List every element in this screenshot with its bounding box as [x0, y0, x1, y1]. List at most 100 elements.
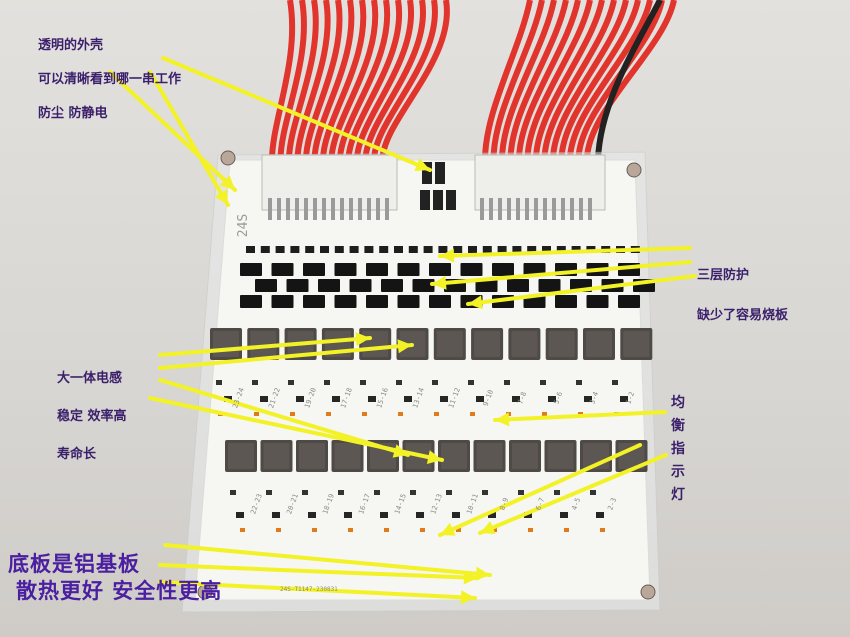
protection-diode — [366, 295, 388, 308]
balance-led — [542, 412, 547, 416]
protection-diode — [397, 263, 420, 276]
balance-led — [528, 528, 533, 532]
annotation-indicator: 均 衡 指 示 灯 — [670, 392, 686, 507]
balance-led — [384, 528, 389, 532]
red-wire — [354, 0, 415, 161]
smd-part — [360, 380, 366, 385]
yellow-arrow — [466, 274, 697, 306]
smd-part — [216, 380, 222, 385]
red-wire — [328, 0, 379, 161]
connector-pin — [534, 198, 538, 220]
inductor-top — [512, 443, 538, 469]
annotation-inductor-line2: 稳定 效率高 — [57, 409, 127, 424]
red-wire — [482, 0, 533, 161]
annotation-base-line1: 底板是铝基板 — [8, 552, 140, 576]
smd-part — [288, 380, 294, 385]
red-wire — [320, 0, 367, 161]
connector-pin — [570, 198, 574, 220]
connector-pin — [385, 198, 389, 220]
yellow-arrow — [161, 56, 432, 172]
protection-diode — [429, 263, 451, 276]
smd-part — [476, 396, 484, 402]
smd-part — [468, 380, 474, 385]
smd-part — [396, 380, 402, 385]
protection-diode — [366, 263, 388, 276]
annotation-indicator-char: 衡 — [671, 418, 685, 434]
yellow-arrowhead — [468, 295, 483, 310]
inductor-top — [362, 331, 389, 357]
connector-pin — [552, 198, 556, 220]
protection-diode — [240, 263, 262, 276]
protection-diode — [492, 263, 514, 276]
connector-pin — [525, 198, 529, 220]
inductor-top — [476, 443, 503, 469]
protection-diode — [334, 263, 357, 276]
connector-pin — [543, 198, 547, 220]
annotation-shell-line2: 可以清晰看到哪一串工作 — [38, 72, 182, 87]
protection-diode — [286, 279, 309, 292]
red-wire — [294, 0, 331, 161]
smd-part — [620, 396, 628, 402]
annotation-base-line2: 散热更好 安全性更高 — [16, 579, 223, 603]
screw-top-left — [220, 150, 236, 166]
smd-part — [584, 396, 592, 402]
protection-diode — [412, 279, 435, 292]
connector-left — [261, 154, 398, 211]
smd-resistor — [260, 246, 270, 253]
smd-resistor — [290, 246, 300, 253]
red-wire — [311, 0, 355, 161]
smd-part — [612, 380, 618, 385]
protection-diode — [429, 295, 451, 308]
inductor-top — [623, 331, 650, 357]
inductor-top — [474, 331, 501, 357]
annotation-shell-line1: 透明的外壳 — [38, 38, 104, 53]
smd-part — [260, 396, 268, 402]
pcb-code-label: 24S-T1147-230831 — [280, 586, 338, 593]
balance-led — [362, 412, 367, 416]
protection-diode — [271, 263, 294, 276]
protection-diode — [618, 295, 640, 308]
screw-top-right — [626, 162, 642, 178]
protection-diode — [318, 279, 340, 292]
smd-resistor — [571, 246, 581, 253]
red-wire — [286, 0, 319, 161]
connector-pin — [331, 198, 335, 220]
smd-resistor — [468, 246, 477, 253]
connector-pin — [507, 198, 511, 220]
yellow-arrowhead — [397, 339, 412, 354]
inductor-top — [511, 331, 538, 357]
annotation-protection: 三层防护 缺少了容易烧板 — [697, 246, 788, 346]
connector-pin — [304, 198, 308, 220]
yellow-arrow — [438, 443, 642, 537]
smd-part — [446, 490, 452, 495]
smd-resistor — [320, 246, 329, 253]
yellow-arrowhead — [355, 332, 370, 347]
balance-led — [420, 528, 425, 532]
red-wire — [345, 0, 403, 161]
connector-pin — [561, 198, 565, 220]
connector-pin — [579, 198, 583, 220]
balance-led — [600, 528, 605, 532]
connector-pin — [322, 198, 326, 220]
smd-part — [272, 512, 280, 518]
smd-part — [308, 512, 316, 518]
smd-part — [252, 380, 258, 385]
yellow-arrowhead — [440, 248, 455, 263]
protection-diode — [255, 279, 277, 292]
smd-part — [482, 490, 488, 495]
board-model-label: 24S — [236, 213, 252, 238]
smd-part — [512, 396, 520, 402]
balance-led — [254, 412, 259, 416]
yellow-arrowhead — [220, 175, 235, 190]
annotation-indicator-char: 示 — [671, 464, 685, 480]
red-wire — [490, 0, 545, 161]
connector-pin — [268, 198, 272, 220]
protection-diode — [475, 279, 498, 292]
smd-part — [540, 380, 546, 385]
annotation-shell: 透明的外壳 可以清晰看到哪一串工作 防尘 防静电 — [38, 20, 181, 139]
red-wire — [507, 0, 569, 161]
connector-pin — [367, 198, 371, 220]
yellow-arrow — [430, 260, 692, 286]
smd-part — [504, 380, 510, 385]
